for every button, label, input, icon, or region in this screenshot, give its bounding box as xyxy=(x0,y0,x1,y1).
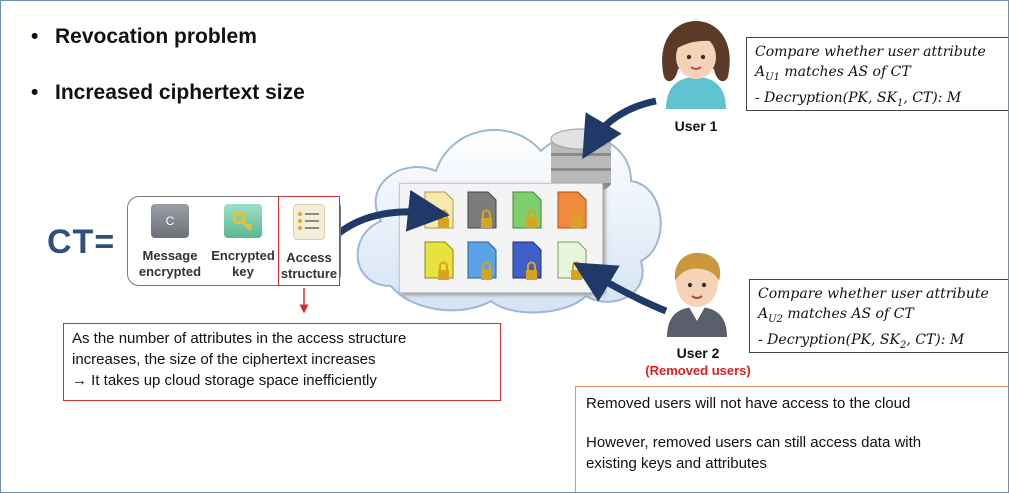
component-label: Message encrypted xyxy=(138,248,202,279)
user1-label: User 1 xyxy=(674,118,718,134)
locked-file-icon xyxy=(512,191,542,229)
component-label: Encrypted key xyxy=(211,248,275,279)
bullet-revocation: •Revocation problem xyxy=(31,25,257,48)
removed-users-label: (Removed users) xyxy=(645,363,751,378)
arrow-user2-to-cloud xyxy=(572,262,668,315)
ct-label: CT= xyxy=(47,223,116,261)
attribute-line: AU2 matches AS of CT xyxy=(758,306,914,325)
decryption-condition-user1: Compare whether user attribute AU1 match… xyxy=(746,37,1008,111)
key-icon xyxy=(224,204,262,238)
locked-file-icon xyxy=(512,241,542,280)
locked-file-icon xyxy=(424,241,454,280)
decryption-line: - Decryption(PK, SK2, CT): M xyxy=(758,331,965,351)
bullet-dot: • xyxy=(31,81,39,104)
decryption-line: - Decryption(PK, SK1, CT): M xyxy=(755,89,962,109)
female-user-avatar-icon xyxy=(662,21,730,109)
component-encrypted-key: Encrypted key xyxy=(206,200,280,280)
bullet-ciphertext-size: •Increased ciphertext size xyxy=(31,81,305,104)
ciphertext-c-icon: C xyxy=(151,204,189,238)
decryption-condition-user2: Compare whether user attribute AU2 match… xyxy=(749,279,1008,353)
attribute-line: AU1 matches AS of CT xyxy=(755,64,911,83)
arrow-user1-to-cloud xyxy=(582,97,657,160)
ciphertext-size-note: As the number of attributes in the acces… xyxy=(63,323,501,401)
male-user-avatar-icon xyxy=(667,252,727,337)
component-label: Access structure xyxy=(280,250,338,281)
locked-file-icon xyxy=(557,191,587,229)
list-icon xyxy=(293,204,325,240)
component-access-structure: Access structure xyxy=(278,200,340,282)
spacer xyxy=(586,414,998,432)
removed-users-note: Removed users will not have access to th… xyxy=(575,386,1008,492)
locked-file-icon xyxy=(467,241,497,280)
locked-file-icon xyxy=(467,191,497,229)
component-message-encrypted: C Message encrypted xyxy=(131,200,209,280)
arrow-ct-to-cloud xyxy=(336,189,450,236)
user2-label: User 2 xyxy=(676,345,720,361)
bullet-dot: • xyxy=(31,25,39,48)
